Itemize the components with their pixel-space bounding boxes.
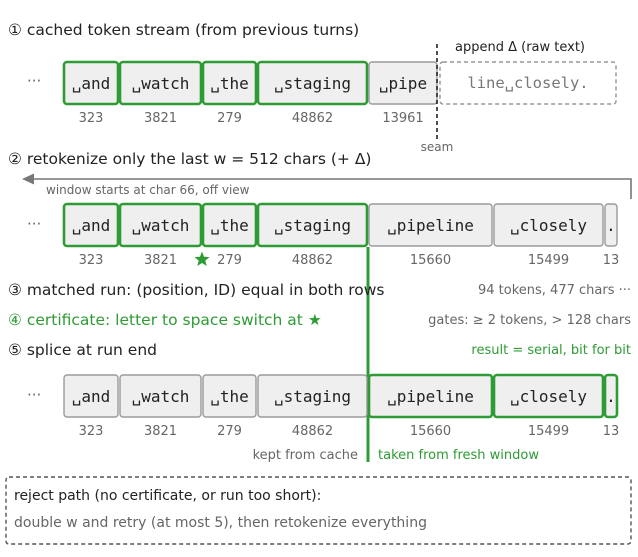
- token-box: [118, 60, 203, 106]
- token-box: [492, 373, 605, 419]
- token-text: ␣closely: [510, 216, 587, 235]
- token-id: 15660: [410, 253, 451, 268]
- append-box: [439, 61, 617, 105]
- token-id: 48862: [292, 253, 333, 268]
- token-text: ␣watch: [132, 216, 190, 235]
- token-box: [367, 373, 494, 419]
- token-text: ␣pipe: [379, 74, 427, 93]
- token-box: [62, 60, 120, 106]
- spliced-token-row: ␣and 323 ␣watch 3821 ␣the 279 ␣staging 48862 ␣pi…: [63, 373, 620, 439]
- token-box: [201, 202, 258, 248]
- step4-gates: gates: ≥ 2 tokens, > 128 chars: [428, 313, 631, 328]
- token-text: ␣pipeline: [387, 216, 474, 235]
- token-text: ␣watch: [132, 74, 190, 93]
- step3-title: ③ matched run: (position, ID) equal in b…: [8, 281, 385, 299]
- row2-ellipsis: ···: [27, 215, 41, 233]
- token-text: .: [606, 387, 616, 406]
- token-box: [256, 202, 369, 248]
- token-box: [256, 60, 369, 106]
- row1-ellipsis: ···: [27, 72, 41, 90]
- token-id: 3821: [144, 253, 177, 268]
- token-id: 279: [217, 424, 242, 439]
- token-box: [257, 374, 368, 418]
- token-text: ␣and: [72, 387, 111, 406]
- reject-title: reject path (no certificate, or run too …: [14, 488, 321, 504]
- token-id: 3821: [144, 111, 177, 126]
- token-id: 13961: [382, 111, 423, 126]
- step2-title: ② retokenize only the last w = 512 chars…: [8, 150, 371, 168]
- token-box: [368, 203, 493, 247]
- token-box: [62, 202, 120, 248]
- token-text: ␣the: [210, 216, 249, 235]
- token-id: 15499: [528, 253, 569, 268]
- step3-stat: 94 tokens, 477 chars ···: [478, 283, 631, 298]
- kept-label: kept from cache: [253, 448, 358, 463]
- token-id: 279: [217, 111, 242, 126]
- token-box: [119, 374, 202, 418]
- window-note: window starts at char 66, off view: [46, 183, 250, 197]
- token-id: 279: [217, 253, 242, 268]
- reject-box: [5, 476, 632, 545]
- row3-ellipsis: ···: [27, 386, 41, 404]
- token-text: ␣and: [72, 74, 111, 93]
- token-text: ␣staging: [274, 74, 351, 93]
- token-box: [604, 203, 618, 247]
- token-text: ␣pipeline: [387, 387, 474, 406]
- token-id: 13: [603, 253, 620, 268]
- token-id: 323: [79, 424, 104, 439]
- cached-token-row: ␣and 323 ␣watch 3821 ␣the 279 ␣staging 48862 ␣pi…: [62, 60, 438, 126]
- window-arrow-head: [22, 173, 34, 185]
- token-id: 15660: [410, 424, 451, 439]
- token-box: [202, 374, 257, 418]
- token-box: [493, 203, 604, 247]
- seam-label: seam: [421, 140, 454, 154]
- step4-title: ④ certificate: letter to space switch at…: [8, 311, 322, 329]
- step5-title: ⑤ splice at run end: [8, 341, 157, 359]
- certificate-star: [194, 251, 210, 266]
- token-text: ␣watch: [132, 387, 190, 406]
- append-label: append Δ (raw text): [455, 40, 585, 55]
- token-text: ␣staging: [274, 216, 351, 235]
- token-text: ␣staging: [274, 387, 351, 406]
- reject-body: double w and retry (at most 5), then ret…: [14, 515, 427, 531]
- token-text: ␣and: [72, 216, 111, 235]
- token-text: ␣the: [210, 74, 249, 93]
- token-box: [201, 60, 258, 106]
- token-text: ␣the: [210, 387, 249, 406]
- token-id: 48862: [292, 424, 333, 439]
- token-id: 48862: [292, 111, 333, 126]
- taken-label: taken from fresh window: [378, 448, 539, 463]
- token-id: 13: [603, 424, 620, 439]
- token-text: ␣closely: [510, 387, 587, 406]
- token-id: 15499: [528, 424, 569, 439]
- window-arrow: [34, 178, 632, 199]
- token-box: [118, 202, 203, 248]
- token-box: [63, 374, 119, 418]
- window-token-row: ␣and 323 ␣watch 3821 ␣the 279 ␣staging 48862 ␣pi…: [62, 202, 620, 268]
- step1-title: ① cached token stream (from previous tur…: [8, 21, 359, 39]
- step5-result: result = serial, bit for bit: [471, 343, 631, 358]
- token-id: 323: [79, 111, 104, 126]
- token-text: .: [606, 216, 616, 235]
- token-id: 3821: [144, 424, 177, 439]
- token-id: 323: [79, 253, 104, 268]
- token-box: [603, 373, 619, 419]
- append-text: line␣closely.: [467, 74, 588, 92]
